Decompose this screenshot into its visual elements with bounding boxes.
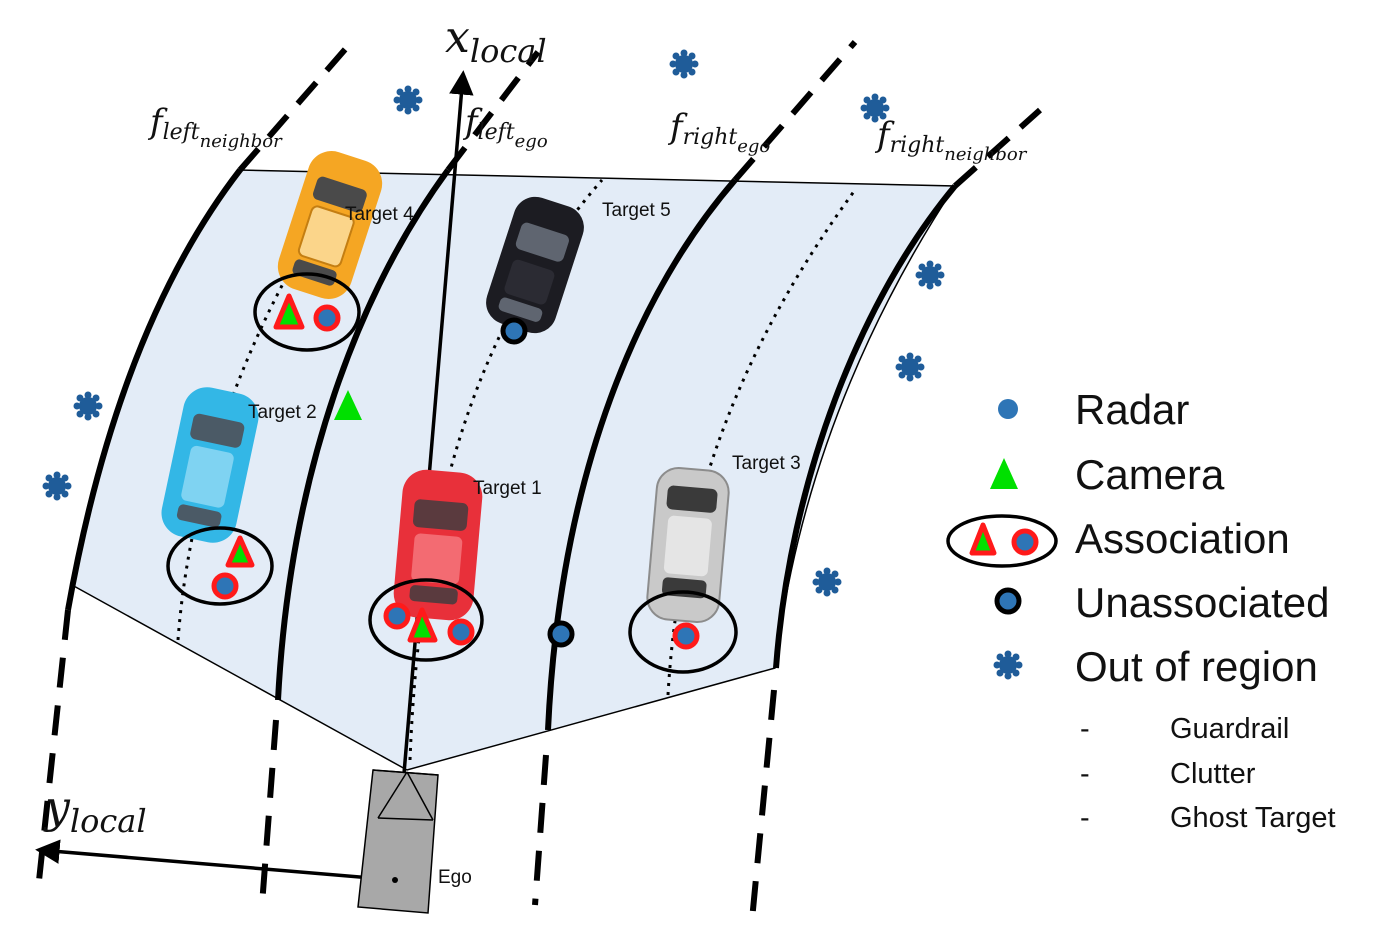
camera-associated-t4 — [273, 293, 305, 330]
target-1-label: Target 1 — [473, 478, 542, 499]
y-local-axis — [35, 839, 396, 882]
boundary-left-neighbor-lower — [35, 609, 71, 891]
car-target-4 — [277, 151, 383, 299]
legend-dash-2: - — [1080, 758, 1090, 790]
legend-ghost-target: Ghost Target — [1170, 802, 1336, 834]
boundary-left-neighbor — [65, 168, 243, 611]
target-3-label: Target 3 — [732, 453, 801, 474]
lane-label-left-ego: fleftego — [462, 102, 548, 152]
legend-unassociated-icon — [994, 587, 1022, 615]
ego-label: Ego — [438, 867, 472, 888]
legend-unassociated-label: Unassociated — [1075, 579, 1329, 626]
legend-camera-icon — [990, 458, 1018, 489]
association-ellipse-target-3 — [628, 590, 738, 674]
boundary-left-ego-upper — [445, 50, 541, 172]
ego-vehicle — [357, 769, 439, 914]
legend-out-of-region-label: Out of region — [1075, 643, 1318, 690]
target-4-label: Target 4 — [345, 204, 414, 225]
legend-radar-label: Radar — [1075, 386, 1189, 433]
target-2-label: Target 2 — [248, 402, 317, 423]
out-of-region-marker — [73, 391, 103, 421]
radar-associated-t2 — [211, 572, 239, 600]
lane-center-right — [666, 189, 857, 696]
car-target-5 — [486, 196, 584, 334]
association-ellipse-target-2 — [166, 526, 274, 606]
car-target-1 — [393, 469, 483, 621]
radar-associated-t4 — [313, 304, 341, 332]
radar-unassociated-2 — [547, 620, 575, 648]
legend-camera-label: Camera — [1075, 451, 1225, 498]
out-of-region-marker — [915, 260, 945, 290]
radar-unassociated-1 — [500, 317, 528, 345]
legend-dash-1: - — [1080, 713, 1090, 745]
legend-radar-icon — [998, 399, 1018, 419]
radar-associated-t1a — [383, 602, 411, 630]
camera-associated-t2 — [225, 535, 255, 568]
legend: Radar Camera Association Unassociated Ou… — [946, 386, 1336, 834]
boundary-left-neighbor-upper — [237, 36, 358, 172]
target-5-label: Target 5 — [602, 200, 671, 221]
legend-association-label: Association — [1075, 515, 1290, 562]
legend-guardrail: Guardrail — [1170, 713, 1289, 745]
camera-unassociated — [334, 390, 362, 420]
radar-associated-t1b — [447, 618, 475, 646]
legend-association-icon — [946, 514, 1058, 568]
car-target-2 — [161, 387, 259, 543]
camera-associated-t1 — [407, 607, 438, 643]
lane-label-right-ego: frightego — [667, 107, 770, 157]
out-of-region-marker — [42, 471, 72, 501]
boundary-right-neighbor-lower — [749, 689, 777, 921]
lane-label-left-neighbor: fleftneighbor — [147, 102, 283, 152]
legend-clutter: Clutter — [1170, 758, 1256, 790]
association-ellipse-target-4 — [253, 272, 361, 352]
out-of-region-marker — [812, 567, 842, 597]
boundary-left-ego — [275, 168, 451, 701]
boundary-right-neighbor — [773, 184, 958, 669]
legend-out-of-region-icon — [993, 650, 1023, 680]
boundary-right-ego-upper — [732, 40, 858, 182]
boundary-right-neighbor-upper — [953, 107, 1042, 189]
out-of-region-marker — [669, 49, 699, 79]
out-of-region-marker — [393, 85, 423, 115]
radar-associated-t3 — [672, 622, 700, 650]
association-ellipse-target-1 — [368, 578, 484, 662]
y-local-label: ylocal — [43, 782, 147, 840]
boundary-left-ego-lower — [259, 719, 279, 906]
legend-dash-3: - — [1080, 802, 1090, 834]
out-of-region-marker — [895, 352, 925, 382]
boundary-right-ego-lower — [532, 754, 549, 906]
x-local-label: xlocal — [445, 12, 547, 70]
